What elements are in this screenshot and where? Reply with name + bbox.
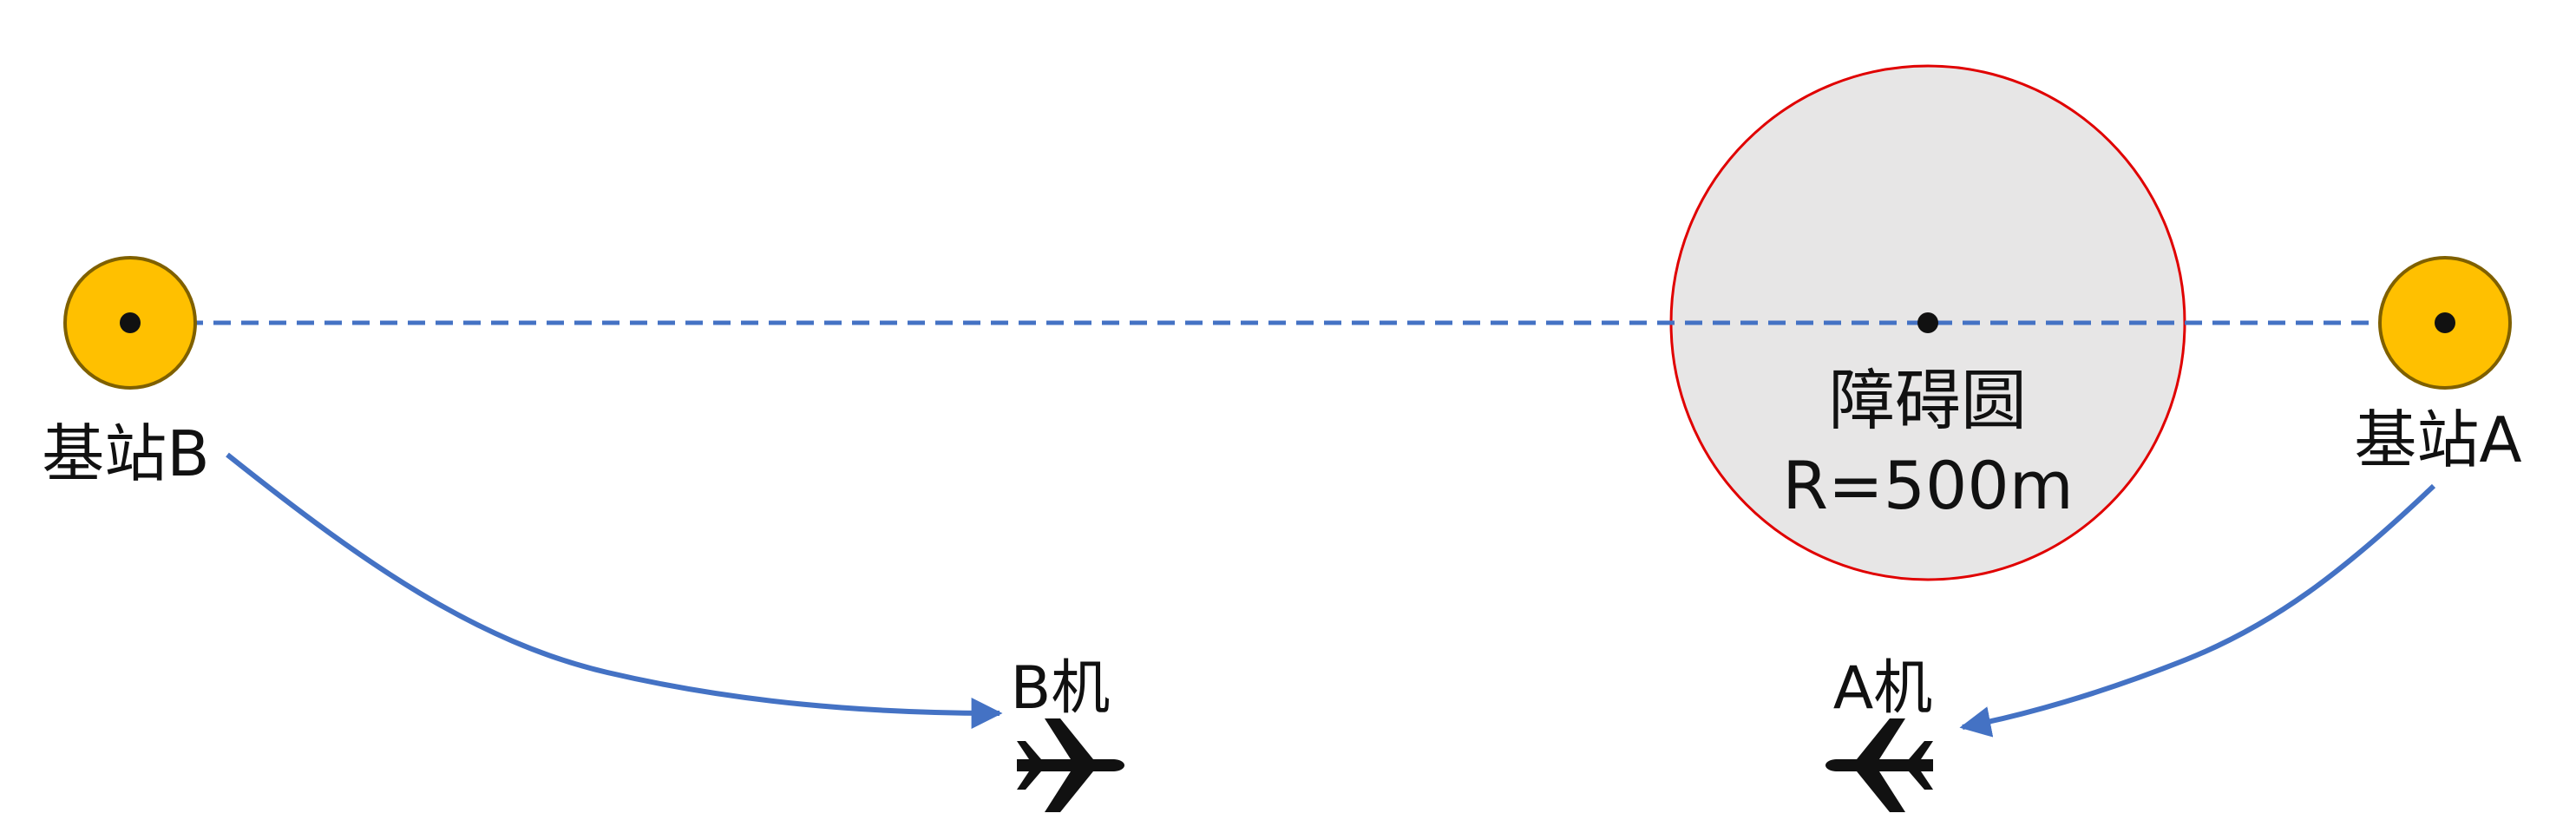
obstacle-center-dot bbox=[1917, 312, 1938, 333]
station-a-center-dot bbox=[2435, 312, 2455, 333]
station-a bbox=[2378, 256, 2512, 390]
airplane-icon bbox=[1017, 718, 1124, 812]
station-a-to-aircraft-a-arrow bbox=[1959, 483, 2436, 738]
aircraft-a-label: A机 bbox=[1833, 654, 1933, 723]
airplane-icon bbox=[1825, 718, 1933, 812]
aircraft-b-label: B机 bbox=[1011, 654, 1111, 723]
station-b bbox=[63, 256, 197, 390]
obstacle-radius-label: R=500m bbox=[1782, 447, 2074, 524]
obstacle-label: 障碍圆 bbox=[1829, 362, 2027, 439]
station-b-to-aircraft-b-arrow bbox=[226, 452, 1003, 729]
station-a-label: 基站A bbox=[2354, 403, 2521, 476]
station-b-center-dot bbox=[120, 312, 141, 333]
station-b-label: 基站B bbox=[42, 417, 209, 490]
